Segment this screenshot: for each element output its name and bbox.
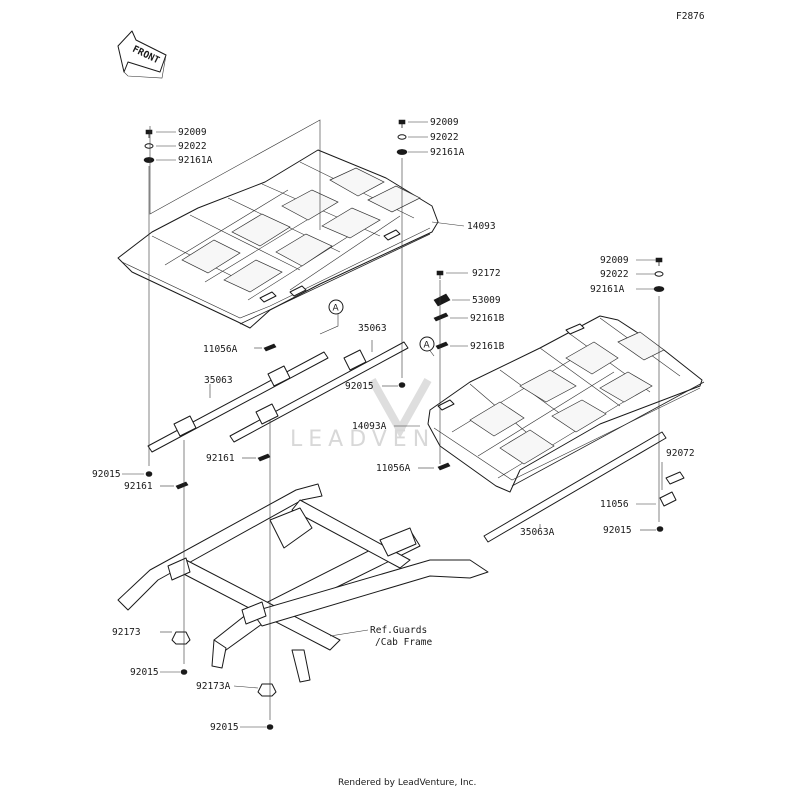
part-label: 92161 bbox=[124, 481, 153, 492]
part-label: 11056A bbox=[203, 344, 238, 355]
front-rail-35063 bbox=[229, 341, 409, 443]
part-label: 92161A bbox=[178, 155, 213, 166]
part-label: 92009 bbox=[430, 117, 459, 128]
rear-roof-panel bbox=[427, 315, 705, 493]
part-label: 92015 bbox=[130, 667, 159, 678]
part-label: 92009 bbox=[600, 255, 629, 266]
ref-circle-a-rear: A bbox=[419, 336, 435, 352]
part-label: 92009 bbox=[178, 127, 207, 138]
part-label: 53009 bbox=[472, 295, 501, 306]
part-label: 92173A bbox=[196, 681, 231, 692]
part-label: 92172 bbox=[472, 268, 501, 279]
part-label: 92015 bbox=[210, 722, 239, 733]
part-label: 35063 bbox=[358, 323, 387, 334]
part-label: 35063 bbox=[204, 375, 233, 386]
part-label: 92022 bbox=[430, 132, 459, 143]
part-label: 92161 bbox=[206, 453, 235, 464]
part-label: 92161B bbox=[470, 313, 505, 324]
front-arrow-icon: FRONT bbox=[117, 30, 167, 79]
part-label: 92161B bbox=[470, 341, 505, 352]
part-label: 92173 bbox=[112, 627, 141, 638]
ref-label: A bbox=[424, 341, 431, 351]
cab-frame bbox=[117, 483, 489, 683]
part-labels: 92009 92022 92161A 92009 92022 92161A 14… bbox=[92, 117, 695, 733]
left-rail-35063 bbox=[147, 351, 329, 453]
part-label: 92072 bbox=[666, 448, 695, 459]
part-label: 92022 bbox=[178, 141, 207, 152]
part-label: 92022 bbox=[600, 269, 629, 280]
part-label: 92015 bbox=[92, 469, 121, 480]
diagram-code: F2876 bbox=[676, 11, 705, 22]
ref-circle-a-front: A bbox=[328, 299, 344, 315]
part-label: 14093 bbox=[467, 221, 496, 232]
part-label: 92015 bbox=[345, 381, 374, 392]
ref-label: A bbox=[333, 304, 340, 314]
footer-credit: Rendered by LeadVenture, Inc. bbox=[338, 778, 476, 788]
guards-ref-line2: /Cab Frame bbox=[375, 637, 432, 648]
part-label: 11056A bbox=[376, 463, 411, 474]
guards-ref-line1: Ref.Guards bbox=[370, 625, 427, 636]
rear-rail-35063A bbox=[483, 431, 667, 543]
part-label: 92161A bbox=[590, 284, 625, 295]
hardware-icons bbox=[143, 119, 685, 730]
part-label: 35063A bbox=[520, 527, 555, 538]
front-roof-panel bbox=[117, 149, 439, 329]
leader-lines bbox=[122, 119, 663, 728]
part-label: 14093A bbox=[352, 421, 387, 432]
part-label: 92161A bbox=[430, 147, 465, 158]
part-label: 92015 bbox=[603, 525, 632, 536]
part-label: 11056 bbox=[600, 499, 629, 510]
